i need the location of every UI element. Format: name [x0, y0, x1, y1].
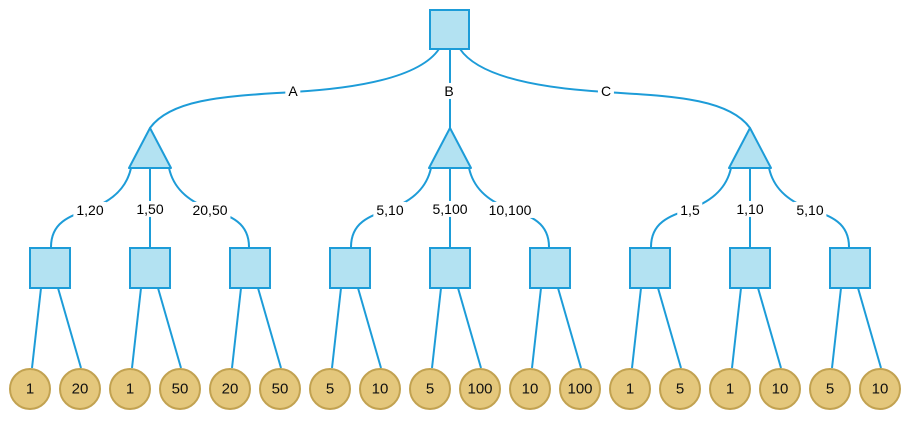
leaf-value-18: 10 [871, 380, 889, 398]
leaf-node-11 [509, 368, 551, 410]
leaf-value-13: 1 [625, 380, 635, 398]
leaf-node-18 [859, 368, 901, 410]
leaf-value-9: 5 [425, 380, 435, 398]
leaf-node-5 [209, 368, 251, 410]
edge-leaf-13 [631, 287, 642, 369]
leaf-node-6 [259, 368, 301, 410]
edge-leaf-14 [657, 287, 682, 369]
edge-leaf-9 [431, 287, 442, 369]
action-label-a2: 1,50 [133, 200, 167, 218]
leaf-node-17 [809, 368, 851, 410]
leaf-value-7: 5 [325, 380, 335, 398]
root-decision-node [429, 9, 470, 50]
square-node-c2 [729, 247, 771, 289]
square-node-c1 [629, 247, 671, 289]
edge-leaf-5 [231, 287, 242, 369]
leaf-node-12 [559, 368, 601, 410]
leaf-node-3 [109, 368, 151, 410]
leaf-value-17: 5 [825, 380, 835, 398]
edge-leaf-11 [531, 287, 542, 369]
leaf-value-15: 1 [725, 380, 735, 398]
square-node-b2 [429, 247, 471, 289]
leaf-value-8: 10 [371, 380, 389, 398]
edge-leaf-1 [31, 287, 42, 369]
square-node-b1 [329, 247, 371, 289]
leaf-node-2 [59, 368, 101, 410]
edge-leaf-18 [857, 287, 882, 369]
leaf-node-10 [459, 368, 501, 410]
triangle-node-c [728, 127, 772, 169]
edge-leaf-8 [357, 287, 382, 369]
leaf-node-16 [759, 368, 801, 410]
triangle-node-b [428, 127, 472, 169]
leaf-value-6: 50 [271, 380, 289, 398]
action-label-c3: 5,10 [793, 201, 827, 219]
leaf-node-13 [609, 368, 651, 410]
branch-label-b: B [441, 82, 457, 100]
leaf-value-2: 20 [71, 380, 89, 398]
edge-leaf-15 [731, 287, 742, 369]
payoff-edges [31, 287, 882, 369]
edge-leaf-2 [57, 287, 82, 369]
edge-leaf-12 [557, 287, 582, 369]
leaf-node-7 [309, 368, 351, 410]
leaf-value-11: 10 [521, 380, 539, 398]
action-label-a1: 1,20 [73, 201, 107, 219]
leaf-node-15 [709, 368, 751, 410]
action-label-b1: 5,10 [373, 201, 407, 219]
leaf-value-14: 5 [675, 380, 685, 398]
edge-leaf-7 [331, 287, 342, 369]
edge-leaf-4 [157, 287, 182, 369]
leaf-value-1: 1 [25, 380, 35, 398]
action-label-a3: 20,50 [189, 201, 231, 219]
branch-label-a: A [285, 82, 301, 100]
square-node-b3 [529, 247, 571, 289]
leaf-node-9 [409, 368, 451, 410]
edge-leaf-6 [257, 287, 282, 369]
edge-leaf-10 [457, 287, 482, 369]
leaf-node-1 [9, 368, 51, 410]
leaf-value-10: 100 [467, 380, 493, 398]
branch-label-c: C [597, 82, 615, 100]
leaf-value-4: 50 [171, 380, 189, 398]
edge-leaf-16 [757, 287, 782, 369]
leaf-value-16: 10 [771, 380, 789, 398]
leaf-value-5: 20 [221, 380, 239, 398]
square-node-c3 [829, 247, 871, 289]
edge-leaf-3 [131, 287, 142, 369]
leaf-value-12: 100 [567, 380, 593, 398]
leaf-node-8 [359, 368, 401, 410]
action-label-b3: 10,100 [485, 201, 535, 219]
action-label-c2: 1,10 [733, 200, 767, 218]
edge-leaf-17 [831, 287, 842, 369]
leaf-node-4 [159, 368, 201, 410]
leaf-node-14 [659, 368, 701, 410]
action-label-c1: 1,5 [677, 201, 703, 219]
square-node-a3 [229, 247, 271, 289]
leaf-value-3: 1 [125, 380, 135, 398]
square-node-a2 [129, 247, 171, 289]
square-node-a1 [29, 247, 71, 289]
action-label-b2: 5,100 [429, 200, 471, 218]
triangle-node-a [128, 127, 172, 169]
